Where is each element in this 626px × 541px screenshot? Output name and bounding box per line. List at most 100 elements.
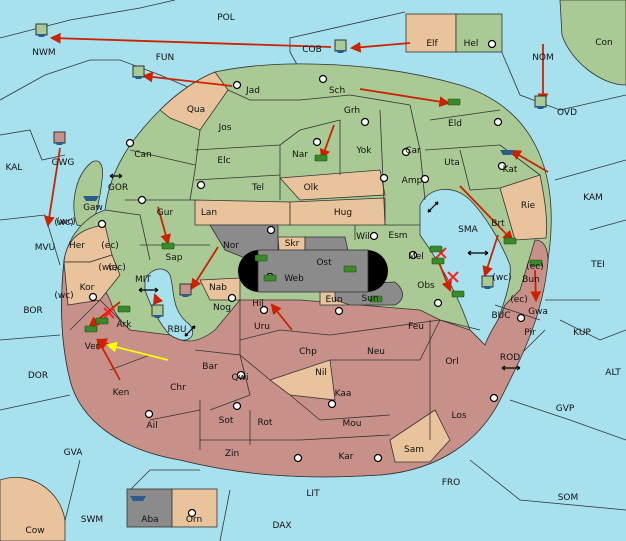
- province-label-mou: Mou: [343, 419, 362, 429]
- supply-center-icon: [266, 225, 276, 235]
- province-olk[interactable]: [279, 169, 386, 201]
- army-icon: [263, 274, 277, 282]
- sea-label-swm: SWM: [81, 515, 103, 525]
- supply-center-icon: [312, 137, 322, 147]
- supply-centers: [88, 39, 526, 518]
- province-label-gur: Gur: [157, 208, 174, 218]
- fleet-icon: [179, 283, 192, 296]
- province-label-ark: Ark: [116, 320, 132, 330]
- sea-label-som: SOM: [558, 493, 579, 503]
- order-arrow-icon: [157, 206, 171, 246]
- province-label-kaa: Kaa: [335, 389, 352, 399]
- province-label-kat: Kat: [503, 165, 518, 175]
- supply-center-icon: [293, 453, 303, 463]
- convoy-link-icon: [501, 365, 521, 371]
- order-arrow-icon: [510, 149, 549, 173]
- failed-order-icon: [103, 307, 115, 319]
- province-label-nab: Nab: [209, 283, 227, 293]
- province-her[interactable]: [63, 224, 113, 263]
- province-aba[interactable]: [126, 488, 173, 528]
- supply-center-icon: [420, 174, 430, 184]
- province-label-tel: Tel: [251, 183, 264, 193]
- supply-center-icon: [259, 305, 269, 315]
- sea-label-rbu: RBU: [167, 325, 186, 335]
- province-label-yok: Yok: [355, 146, 372, 156]
- province-label-orn: Orn: [186, 515, 202, 525]
- coast-tag: (wc): [54, 291, 73, 301]
- fleet-icon: [334, 39, 347, 52]
- sea-label-buc: BUC: [491, 311, 510, 321]
- province-kor[interactable]: [63, 254, 121, 306]
- province-label-can: Can: [134, 150, 152, 160]
- convoy-link-icon: [467, 250, 489, 256]
- province-label-elf: Elf: [426, 39, 438, 49]
- fleet-icon: [53, 131, 66, 144]
- sea-label-nom: NOM: [532, 53, 554, 63]
- province-label-jad: Jad: [245, 86, 260, 96]
- province-label-rot: Rot: [258, 418, 273, 428]
- supply-center-icon: [318, 74, 328, 84]
- province-rie[interactable]: [499, 174, 548, 241]
- supply-center-icon: [232, 401, 242, 411]
- coast-tag: (ec): [526, 262, 544, 272]
- supply-center-icon: [516, 313, 526, 323]
- province-nil[interactable]: [269, 359, 336, 401]
- sea-label-nwm: NWM: [32, 48, 55, 58]
- army-icon: [431, 257, 445, 265]
- province-label-ken: Ken: [113, 388, 130, 398]
- sea-label-fro: FRO: [442, 478, 461, 488]
- province-label-qua: Qua: [187, 105, 205, 115]
- province-gaw[interactable]: [73, 160, 103, 229]
- coast-tag: (ec): [510, 295, 528, 305]
- province-elf[interactable]: [405, 13, 457, 53]
- inner-sea: [419, 188, 511, 346]
- province-label-nor: Nor: [223, 241, 239, 251]
- province-label-elc: Elc: [217, 156, 230, 166]
- supply-center-icon: [497, 161, 507, 171]
- province-label-brt: Brt: [491, 219, 505, 229]
- convoy-links: [109, 173, 521, 371]
- order-arrow-icon: [96, 338, 121, 381]
- province-label-skr: Skr: [285, 239, 300, 249]
- coast-tag: (wc): [98, 263, 117, 273]
- army-icon: [429, 245, 443, 253]
- province-cow[interactable]: [0, 477, 66, 541]
- province-orn[interactable]: [171, 488, 218, 528]
- sea-label-dor: DOR: [28, 371, 48, 381]
- province-label-hel: Hel: [464, 39, 479, 49]
- province-label-jos: Jos: [218, 123, 232, 133]
- province-label-sot: Sot: [219, 416, 234, 426]
- province-label-chp: Chp: [299, 347, 317, 357]
- order-arrow-icon: [319, 124, 335, 161]
- province-label-amp: Amp: [402, 176, 423, 186]
- supply-center-icon: [327, 399, 337, 409]
- province-label-rie: Rie: [521, 201, 536, 211]
- province-label-web: Web: [284, 274, 304, 284]
- province-label-hug: Hug: [334, 208, 352, 218]
- supply-center-icon: [360, 117, 370, 127]
- province-label-grh: Grh: [344, 106, 360, 116]
- province-label-zin: Zin: [225, 449, 239, 459]
- land-borders: [69, 89, 541, 450]
- province-label-ost: Ost: [316, 258, 332, 268]
- order-arrow-icon: [270, 303, 293, 331]
- province-label-car: Car: [405, 146, 421, 156]
- province-qua[interactable]: [159, 71, 229, 131]
- order-arrow-icon: [459, 185, 514, 242]
- supply-center-icon: [88, 292, 98, 302]
- sea-label-mit: MIT: [135, 275, 151, 285]
- convoy-link-icon: [138, 287, 159, 293]
- army-icon: [503, 237, 517, 245]
- sea-label-gvp: GVP: [556, 404, 575, 414]
- supply-center-icon: [369, 231, 379, 241]
- province-label-wil: Wil: [356, 232, 370, 242]
- sea-label-gva: GVA: [64, 448, 84, 458]
- province-label-kor: Kor: [80, 283, 95, 293]
- order-arrow-icon: [359, 88, 451, 107]
- province-sam[interactable]: [389, 409, 451, 463]
- province-label-olk: Olk: [304, 183, 320, 193]
- sea-label-cob: COB: [302, 45, 322, 55]
